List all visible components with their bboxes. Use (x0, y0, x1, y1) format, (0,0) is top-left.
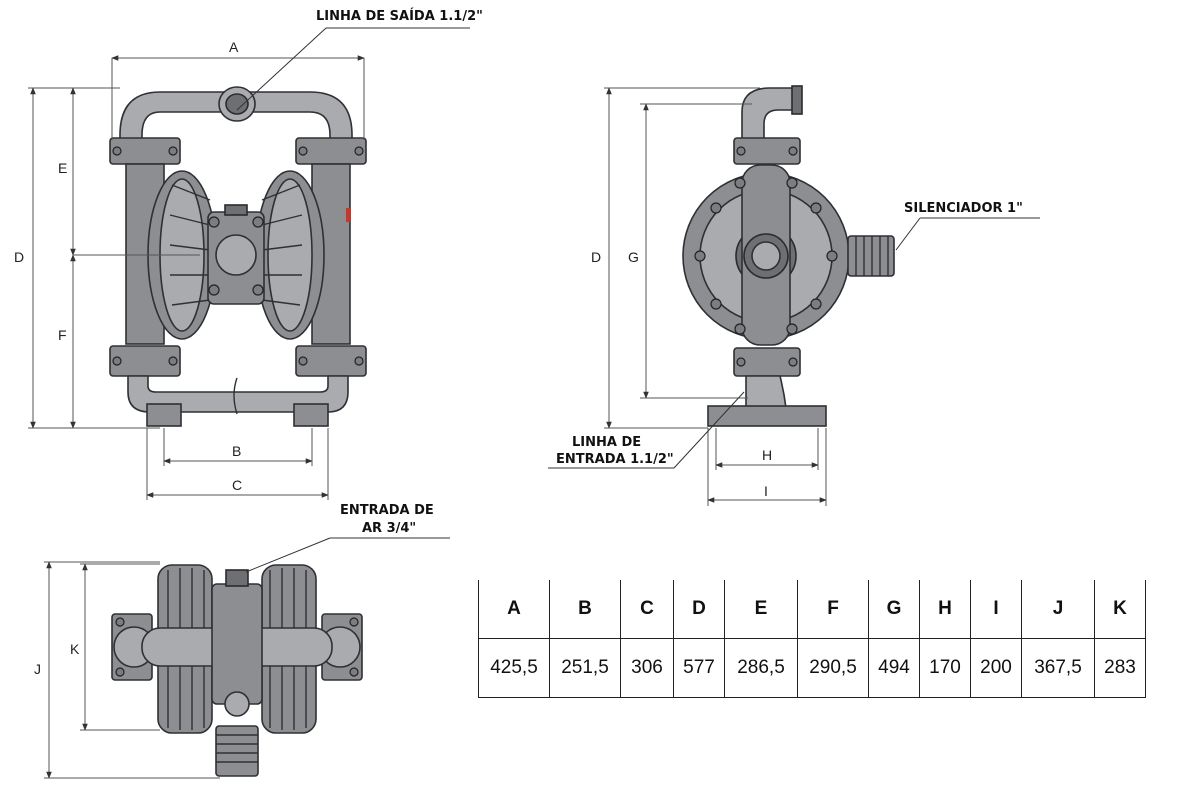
table-value-cell: 251,5 (549, 638, 621, 698)
table-value-cell: 290,5 (797, 638, 869, 698)
table-value-cell: 286,5 (724, 638, 798, 698)
table-header-cell: D (673, 580, 725, 639)
inlet-label-line1: LINHA DE (572, 435, 641, 450)
table-header-cell: B (549, 580, 621, 639)
top-view (111, 564, 363, 777)
silencer-label: SILENCIADOR 1" (904, 201, 1023, 216)
table-header-cell: F (797, 580, 869, 639)
table-row: 425,5 251,5 306 577 286,5 290,5 494 170 … (478, 638, 1146, 698)
dim-label-i: I (764, 483, 768, 499)
dim-label-j: J (34, 661, 41, 677)
side-dimensions: D G H I (591, 87, 827, 506)
dim-label-c: C (232, 477, 242, 493)
table-value-cell: 306 (620, 638, 674, 698)
dim-label-e: E (58, 160, 67, 176)
table-value-cell: 425,5 (478, 638, 550, 698)
table-header-cell: E (724, 580, 798, 639)
accent-mark (346, 208, 351, 222)
table-header-cell: J (1021, 580, 1095, 639)
table-value-cell: 577 (673, 638, 725, 698)
table-header-cell: A (478, 580, 550, 639)
side-view (682, 85, 895, 427)
inlet-callout: LINHA DE ENTRADA 1.1/2" (548, 391, 745, 469)
dim-label-d-front: D (14, 249, 24, 265)
table-value-cell: 200 (970, 638, 1022, 698)
front-view (109, 86, 367, 427)
dim-label-h: H (762, 447, 772, 463)
dim-label-g: G (628, 249, 639, 265)
dimension-table: A B C D E F G H I J K 425,5 251,5 306 57… (478, 580, 1146, 698)
inlet-label-line2: ENTRADA 1.1/2" (556, 452, 674, 467)
table-header-cell: K (1094, 580, 1146, 639)
dim-label-k: K (70, 641, 80, 657)
dim-label-d-side: D (591, 249, 601, 265)
dim-label-b: B (232, 443, 241, 459)
silencer-callout: SILENCIADOR 1" (895, 201, 1040, 251)
front-dimensions: A D E F B C (14, 39, 365, 500)
table-header-cell: H (919, 580, 971, 639)
top-dimensions: J K (34, 561, 220, 779)
table-header-cell: I (970, 580, 1022, 639)
table-header-row: A B C D E F G H I J K (478, 580, 1146, 639)
table-value-cell: 170 (919, 638, 971, 698)
air-label-line2: AR 3/4" (362, 521, 416, 536)
dim-label-a: A (229, 39, 239, 55)
outlet-callout: LINHA DE SAÍDA 1.1/2" (236, 8, 483, 111)
table-header-cell: G (868, 580, 920, 639)
outlet-label: LINHA DE SAÍDA 1.1/2" (316, 8, 483, 24)
air-inlet-callout: ENTRADA DE AR 3/4" (245, 503, 450, 573)
table-header-cell: C (620, 580, 674, 639)
table-value-cell: 283 (1094, 638, 1146, 698)
table-value-cell: 367,5 (1021, 638, 1095, 698)
air-label-line1: ENTRADA DE (340, 503, 434, 518)
dim-label-f: F (58, 327, 67, 343)
table-value-cell: 494 (868, 638, 920, 698)
